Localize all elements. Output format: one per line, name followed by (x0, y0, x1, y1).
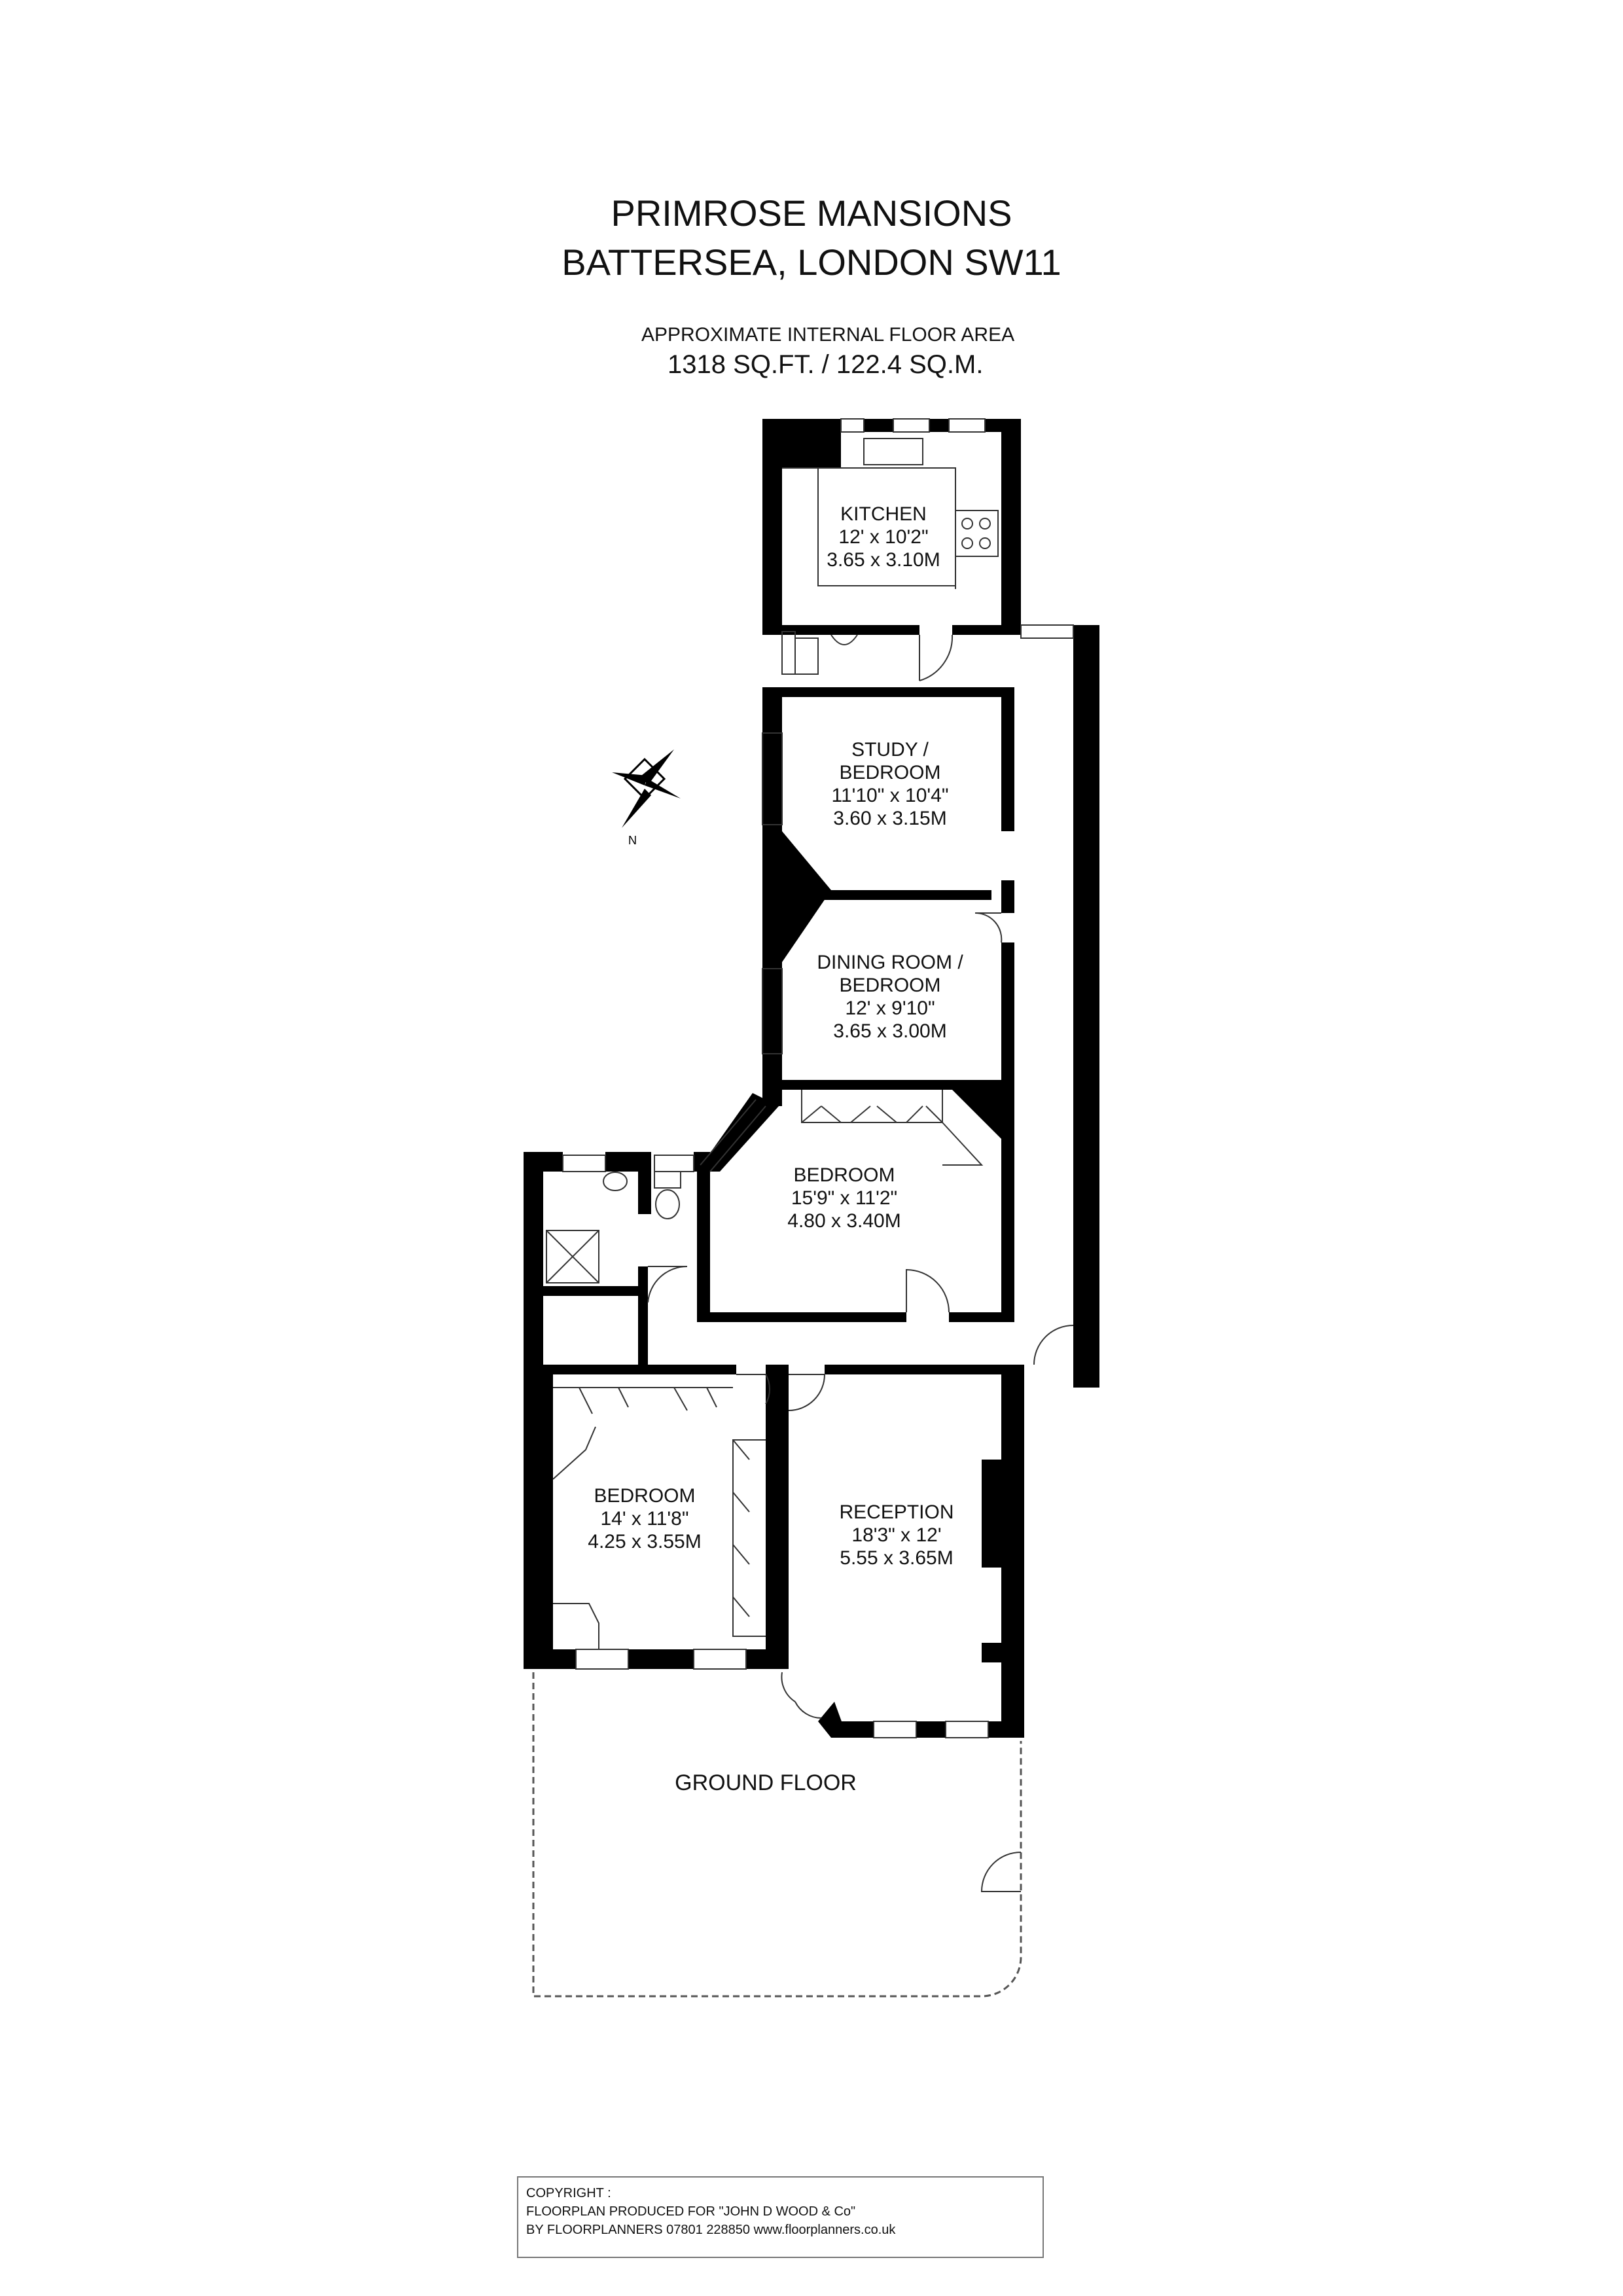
svg-text:5.55 x 3.65M: 5.55 x 3.65M (840, 1547, 953, 1569)
svg-text:3.65 x 3.10M: 3.65 x 3.10M (827, 549, 940, 571)
property-title: PRIMROSE MANSIONS (611, 192, 1012, 234)
dining-label: DINING ROOM / BEDROOM 12' x 9'10" 3.65 x… (817, 952, 963, 1042)
svg-text:BEDROOM: BEDROOM (839, 975, 940, 996)
svg-text:BEDROOM: BEDROOM (793, 1164, 895, 1186)
svg-text:KITCHEN: KITCHEN (840, 503, 927, 525)
kitchen-label: KITCHEN 12' x 10'2" 3.65 x 3.10M (827, 503, 940, 571)
walls (524, 419, 1099, 1738)
svg-text:14' x 11'8": 14' x 11'8" (601, 1508, 689, 1530)
floor-label: GROUND FLOOR (675, 1770, 857, 1795)
svg-text:3.60 x 3.15M: 3.60 x 3.15M (833, 808, 946, 829)
terrace-boundary (532, 1672, 1022, 1998)
copyright-line1: COPYRIGHT : (526, 2186, 611, 2200)
compass-icon: N (612, 749, 681, 847)
svg-text:12' x 9'10": 12' x 9'10" (845, 997, 935, 1019)
copyright-line3: BY FLOORPLANNERS 07801 228850 www.floorp… (526, 2223, 896, 2237)
bedroom-mid-label: BEDROOM 15'9" x 11'2" 4.80 x 3.40M (787, 1164, 901, 1232)
svg-text:15'9" x 11'2": 15'9" x 11'2" (791, 1187, 897, 1209)
property-address: BATTERSEA, LONDON SW11 (562, 242, 1061, 283)
svg-text:4.25 x 3.55M: 4.25 x 3.55M (588, 1531, 701, 1552)
svg-text:18'3" x 12': 18'3" x 12' (851, 1524, 941, 1546)
svg-text:3.65 x 3.00M: 3.65 x 3.00M (833, 1020, 946, 1042)
floor-area-value: 1318 SQ.FT. / 122.4 SQ.M. (668, 350, 984, 379)
svg-text:DINING ROOM /: DINING ROOM / (817, 952, 963, 973)
svg-text:BEDROOM: BEDROOM (594, 1485, 695, 1507)
copyright-line2: FLOORPLAN PRODUCED FOR "JOHN D WOOD & Co… (526, 2204, 856, 2219)
study-label: STUDY / BEDROOM 11'10" x 10'4" 3.60 x 3.… (832, 739, 949, 829)
fittings (546, 418, 1074, 1738)
compass-north-label: N (628, 834, 637, 847)
svg-text:STUDY /: STUDY / (851, 739, 929, 761)
bedroom-low-label: BEDROOM 14' x 11'8" 4.25 x 3.55M (588, 1485, 701, 1552)
svg-text:BEDROOM: BEDROOM (839, 762, 940, 783)
svg-text:4.80 x 3.40M: 4.80 x 3.40M (787, 1210, 901, 1232)
floor-area-caption: APPROXIMATE INTERNAL FLOOR AREA (641, 324, 1015, 346)
terrace-door (980, 1852, 1022, 1892)
copyright-box: COPYRIGHT : FLOORPLAN PRODUCED FOR "JOHN… (517, 2176, 1044, 2258)
svg-text:12' x 10'2": 12' x 10'2" (838, 526, 928, 548)
svg-text:11'10" x 10'4": 11'10" x 10'4" (832, 785, 949, 806)
reception-label: RECEPTION 18'3" x 12' 5.55 x 3.65M (839, 1501, 954, 1569)
svg-text:RECEPTION: RECEPTION (839, 1501, 954, 1523)
